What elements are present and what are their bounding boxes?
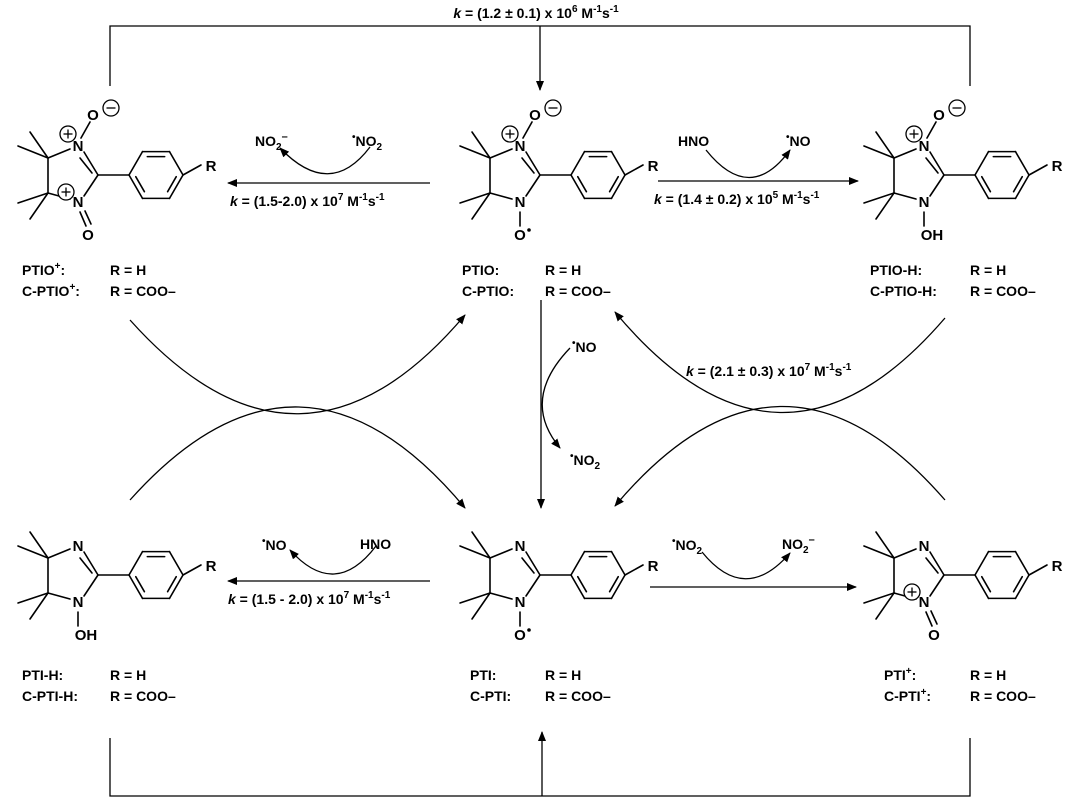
label-pti-h: PTI-H: R = H C-PTI-H: R = COO– bbox=[22, 667, 176, 704]
atom-r: R bbox=[648, 158, 659, 175]
species-no2-minus-top: NO2– bbox=[255, 131, 288, 153]
curve-no2-in bbox=[279, 146, 371, 175]
charge-plus-n3 bbox=[57, 183, 75, 201]
atom-n3: N bbox=[515, 594, 526, 611]
svg-text:C-PTIO:: C-PTIO: bbox=[462, 283, 514, 299]
atom-o1: O bbox=[87, 107, 99, 124]
svg-text:PTIO+:: PTIO+: bbox=[22, 261, 65, 278]
label-ptio-plus: PTIO+: R = H C-PTIO+: R = COO– bbox=[22, 261, 176, 299]
curve-hno-in-bottom bbox=[289, 545, 377, 575]
svg-text:R = COO–: R = COO– bbox=[970, 688, 1036, 704]
charge-minus bbox=[948, 99, 966, 117]
species-no-radical-top: •NO bbox=[786, 132, 811, 149]
atom-o1: O bbox=[933, 107, 945, 124]
atom-r: R bbox=[1052, 558, 1063, 575]
svg-text:C-PTI+:: C-PTI+: bbox=[884, 687, 931, 704]
atom-n3: N bbox=[919, 594, 930, 611]
atom-oh: OH bbox=[921, 227, 944, 244]
svg-text:C-PTIO-H:: C-PTIO-H: bbox=[870, 283, 937, 299]
svg-text:R = COO–: R = COO– bbox=[970, 283, 1036, 299]
svg-text:R = COO–: R = COO– bbox=[110, 283, 176, 299]
atom-o3: O bbox=[514, 227, 526, 244]
atom-r: R bbox=[206, 558, 217, 575]
svg-text:C-PTI:: C-PTI: bbox=[470, 688, 511, 704]
curve-hno-in-top bbox=[705, 149, 791, 178]
atom-o1: O bbox=[529, 107, 541, 124]
charge-plus-n1 bbox=[501, 125, 519, 143]
atom-o3: O bbox=[82, 227, 94, 244]
label-pti: PTI: R = H C-PTI: R = COO– bbox=[470, 667, 611, 704]
species-no2-minus-bottom: NO2– bbox=[782, 534, 815, 556]
svg-text:C-PTIO+:: C-PTIO+: bbox=[22, 282, 80, 299]
curve-no-center bbox=[541, 347, 571, 449]
label-ptio-h: PTIO-H: R = H C-PTIO-H: R = COO– bbox=[870, 262, 1036, 299]
atom-n3: N bbox=[919, 194, 930, 211]
charge-plus-n1 bbox=[59, 125, 77, 143]
curve-right-ptio-h-to-ptio bbox=[614, 311, 946, 414]
svg-text:PTI:: PTI: bbox=[470, 667, 496, 683]
rate-top: k = (1.2 ± 0.1) x 106 M-1s-1 bbox=[453, 4, 619, 21]
svg-text:R = COO–: R = COO– bbox=[110, 688, 176, 704]
charge-minus bbox=[102, 99, 120, 117]
rate-pti-to-pti-h: k = (1.5 - 2.0) x 107 M-1s-1 bbox=[228, 590, 391, 607]
svg-text:R = H: R = H bbox=[970, 262, 1006, 278]
atom-o3: O bbox=[928, 627, 940, 644]
atom-r: R bbox=[1052, 158, 1063, 175]
svg-text:R = H: R = H bbox=[110, 262, 146, 278]
species-hno-bottom: HNO bbox=[360, 536, 391, 552]
label-ptio: PTIO: R = H C-PTIO: R = COO– bbox=[462, 262, 611, 299]
label-pti-plus: PTI+: R = H C-PTI+: R = COO– bbox=[884, 666, 1036, 704]
atom-n3: N bbox=[73, 194, 84, 211]
svg-text:PTIO:: PTIO: bbox=[462, 262, 499, 278]
atom-n1: N bbox=[515, 538, 526, 555]
species-no-radical-bottom: •NO bbox=[262, 536, 287, 553]
rate-ptio-to-ptio-plus: k = (1.5-2.0) x 107 M-1s-1 bbox=[230, 192, 385, 209]
atom-r: R bbox=[648, 558, 659, 575]
atom-n1: N bbox=[515, 138, 526, 155]
rate-ptio-to-ptio-h: k = (1.4 ± 0.2) x 105 M-1s-1 bbox=[654, 190, 820, 207]
atom-o3: O bbox=[514, 627, 526, 644]
bottom-frame-line bbox=[109, 738, 971, 797]
curve-left-pti-h-to-pti bbox=[129, 406, 466, 509]
curve-left-ptio-plus-to-ptio bbox=[129, 314, 466, 415]
svg-text:R = H: R = H bbox=[970, 667, 1006, 683]
svg-text:R = H: R = H bbox=[545, 262, 581, 278]
charge-minus bbox=[544, 99, 562, 117]
atom-oh: OH bbox=[75, 627, 98, 644]
structure-pti-h: N N OH R bbox=[17, 531, 217, 644]
atom-n3: N bbox=[73, 594, 84, 611]
atom-n1: N bbox=[73, 538, 84, 555]
species-no2-radical-top: •NO2 bbox=[352, 132, 383, 153]
svg-text:C-PTI-H:: C-PTI-H: bbox=[22, 688, 78, 704]
species-no-center: •NO bbox=[572, 338, 597, 355]
charge-plus-n3 bbox=[903, 583, 921, 601]
atom-n1: N bbox=[919, 138, 930, 155]
svg-text:PTIO-H:: PTIO-H: bbox=[870, 262, 922, 278]
atom-n1: N bbox=[73, 138, 84, 155]
charge-plus-n1 bbox=[905, 125, 923, 143]
svg-text:PTI-H:: PTI-H: bbox=[22, 667, 63, 683]
species-hno-top: HNO bbox=[678, 133, 709, 149]
species-no2-center: •NO2 bbox=[570, 451, 601, 472]
svg-text:R = H: R = H bbox=[545, 667, 581, 683]
svg-text:PTI+:: PTI+: bbox=[884, 666, 916, 683]
atom-n1: N bbox=[919, 538, 930, 555]
species-no2-radical-bottom: •NO2 bbox=[672, 536, 703, 557]
atom-n3: N bbox=[515, 194, 526, 211]
curve-right-pti-plus-to-pti bbox=[614, 405, 946, 507]
atom-r: R bbox=[206, 158, 217, 175]
curve-no2-in-bottom bbox=[701, 551, 791, 580]
svg-text:R = COO–: R = COO– bbox=[545, 283, 611, 299]
svg-text:R = COO–: R = COO– bbox=[545, 688, 611, 704]
svg-text:R = H: R = H bbox=[110, 667, 146, 683]
rate-right-mid: k = (2.1 ± 0.3) x 107 M-1s-1 bbox=[686, 362, 852, 379]
